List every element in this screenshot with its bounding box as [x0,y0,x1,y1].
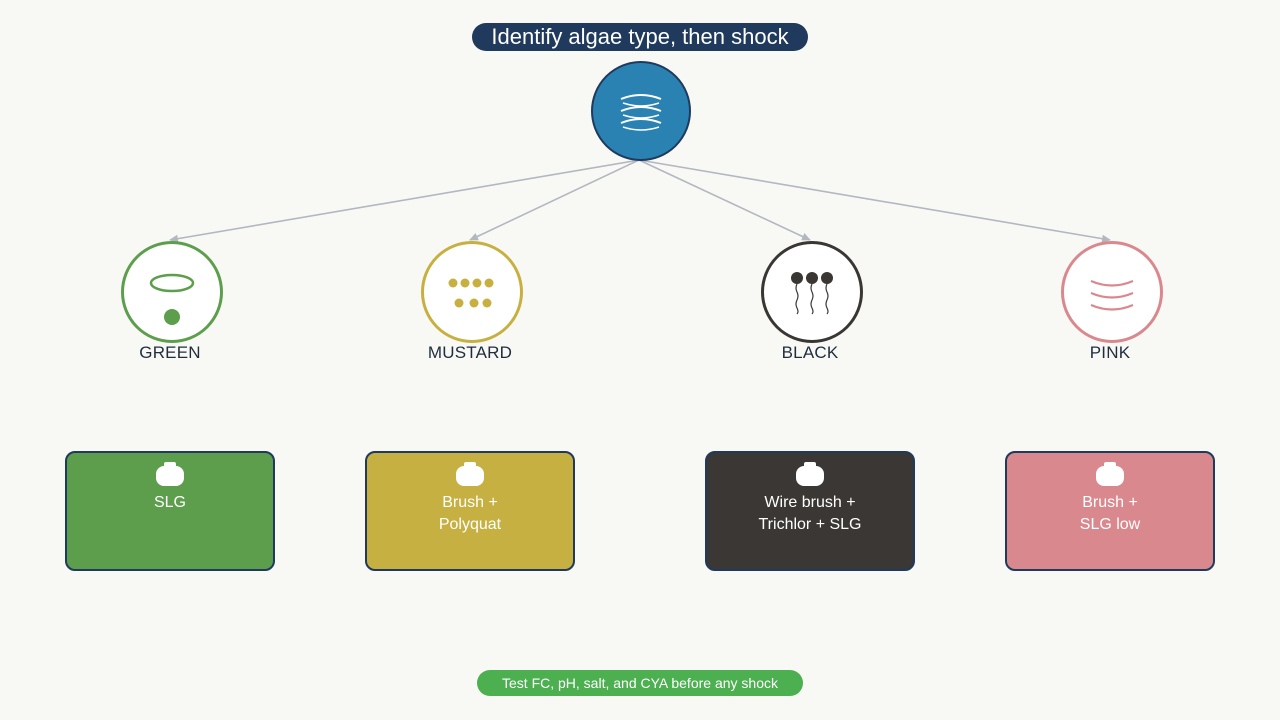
algae-node-black [761,241,863,343]
container-icon [456,462,484,486]
pink-waves-icon [1090,279,1134,311]
container-icon [156,462,184,486]
container-icon [796,462,824,486]
edge-to-black [638,159,811,241]
edge-to-mustard [469,159,640,241]
edge-to-green [169,159,640,243]
algae-node-mustard [421,241,523,343]
treatment-text-black: Wire brush + Trichlor + SLG [758,494,862,533]
black-algae-roots-icon [791,272,833,315]
treatment-card-green: SLG [65,451,275,571]
green-algae-icon [149,273,195,325]
container-icon [1096,462,1124,486]
treatment-text-green: SLG [153,494,186,511]
treatment-text-pink: Brush + SLG low [1079,494,1141,533]
algae-label-green: GREEN [139,343,201,362]
mustard-dots-icon [448,278,494,308]
treatment-card-black: Wire brush + Trichlor + SLG [705,451,915,571]
algae-node-green [121,241,223,343]
algae-node-pink [1061,241,1163,343]
footer-note: Test FC, pH, salt, and CYA before any sh… [477,670,803,696]
treatment-card-mustard: Brush + Polyquat [365,451,575,571]
algae-label-mustard: MUSTARD [427,343,513,362]
algae-label-black: BLACK [781,343,839,362]
water-waves-icon [620,94,662,131]
treatment-text-mustard: Brush + Polyquat [438,494,502,533]
treatment-card-pink: Brush + SLG low [1005,451,1215,571]
root-node [591,61,691,161]
diagram-title: Identify algae type, then shock [472,23,808,51]
algae-label-pink: PINK [1089,343,1131,362]
edge-to-pink [638,159,1111,243]
